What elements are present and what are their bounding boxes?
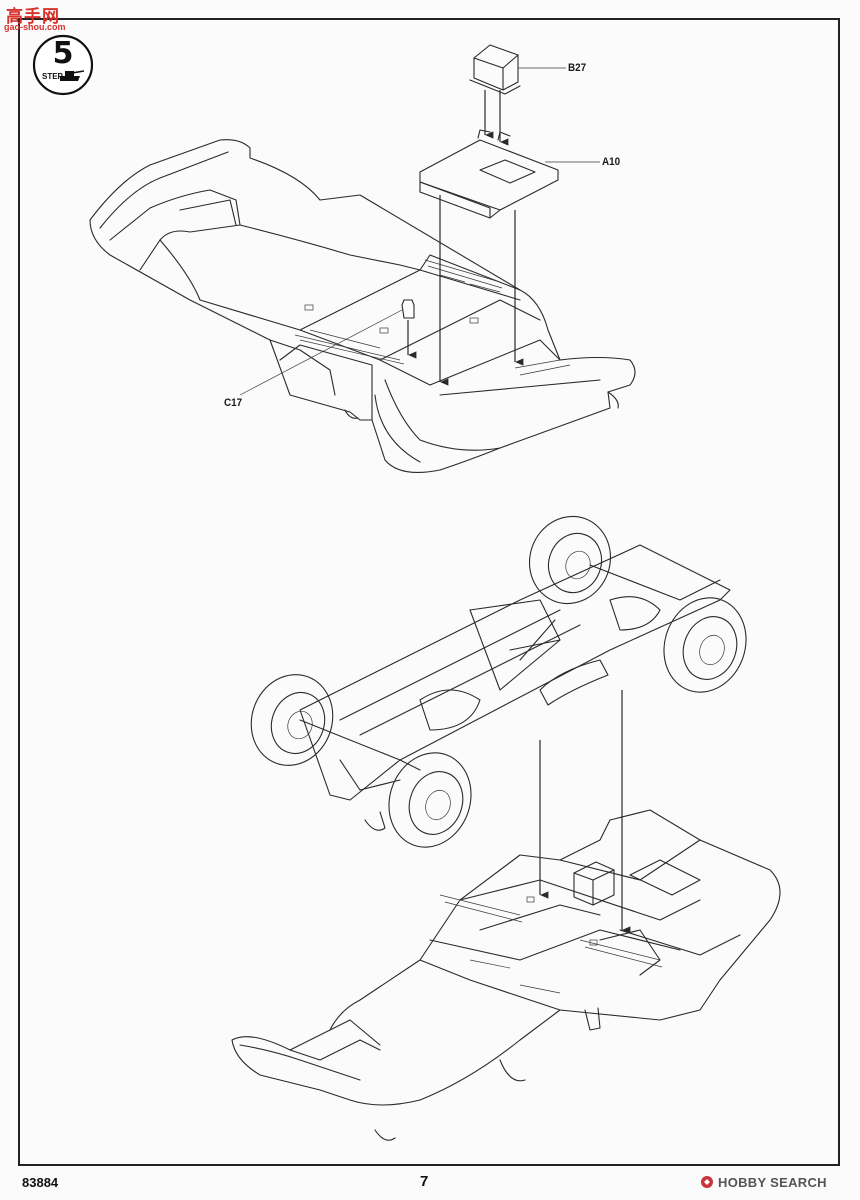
part-b27-box [469, 44, 521, 95]
c17-leader-line [239, 309, 403, 396]
part-label-a10: A10 [602, 156, 621, 168]
step-circle-icon [32, 34, 94, 96]
site-logo: 高手网 gao-shou.com [2, 2, 82, 38]
product-code: 83884 [22, 1175, 59, 1190]
step-badge: 5 STEP [32, 34, 94, 96]
wheel-rear-right [663, 597, 747, 693]
hobbysearch-watermark: HOBBY SEARCH [700, 1172, 827, 1192]
part-label-b27: B27 [568, 62, 587, 74]
step-label: STEP [42, 72, 63, 81]
floor-pan-upper [89, 139, 636, 473]
wheel-front-right [388, 752, 472, 848]
chassis-frame [299, 544, 731, 831]
step-number: 5 [52, 36, 74, 71]
page-number: 7 [420, 1173, 429, 1190]
floor-pan-lower [231, 809, 781, 1141]
assembly-arrows-bottom [539, 690, 631, 934]
part-a10-plate [419, 129, 559, 219]
wheel-rear-left [528, 515, 612, 605]
watermark-text: HOBBY SEARCH [718, 1174, 827, 1190]
wheel-front-left [250, 674, 334, 766]
hobbysearch-logo-icon [701, 1176, 713, 1188]
assembly-arrows-top [407, 90, 524, 386]
site-logo-chinese: 高手网 [6, 7, 60, 27]
site-logo-url: gao-shou.com [4, 22, 66, 32]
part-label-c17: C17 [224, 397, 243, 409]
page-border [18, 18, 840, 1166]
part-c17-pin [401, 299, 415, 319]
